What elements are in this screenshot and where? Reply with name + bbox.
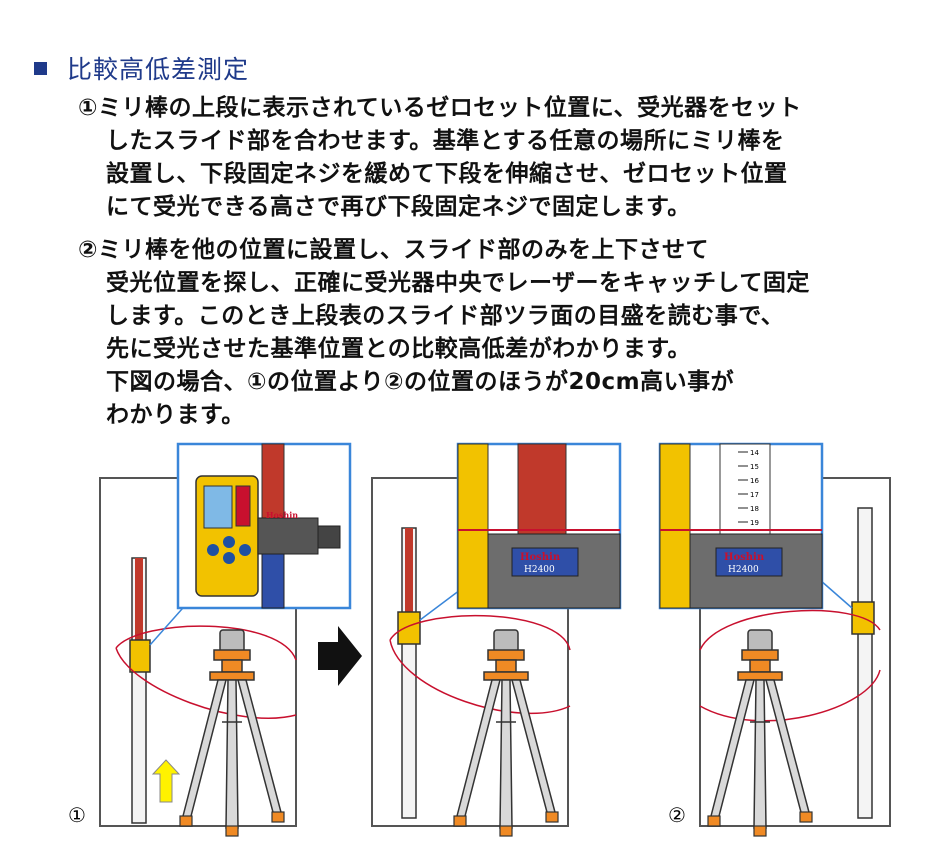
brand-label: Hoshin (266, 510, 298, 520)
rod-red-section (405, 528, 413, 620)
scale-tick-label: 16 (750, 477, 759, 485)
scale-tick-label: 19 (750, 519, 759, 527)
laser-beam-ellipse (389, 614, 571, 715)
section-heading: 比較高低差測定 (34, 50, 249, 86)
receiver-sensor (235, 485, 251, 527)
scale-section (719, 443, 771, 535)
scale-tick-marks: 14 15 16 17 18 19 (738, 449, 759, 527)
step1-line: したスライド部を合わせます。基準とする任意の場所にミリ棒を (106, 128, 785, 154)
step1-paragraph: ①ミリ棒の上段に表示されているゼロセット位置に、受光器をセット したスライド部を… (78, 92, 918, 224)
brand-label: Hoshin (724, 552, 765, 563)
inset-2: Hoshin H2400 (456, 442, 622, 610)
receiver-button (239, 544, 251, 556)
staff-rod (857, 507, 873, 819)
step1-line: にて受光できる高さで再び下段固定ネジで固定します。 (106, 194, 691, 220)
laser-beam-ellipse (699, 609, 881, 722)
square-bullet-icon (34, 61, 47, 75)
model-label: H2400 (524, 565, 555, 575)
inset-pointer (819, 579, 853, 609)
next-arrow-icon (318, 626, 362, 686)
inset-3: 14 15 16 17 18 19 Hoshin H2400 (658, 442, 824, 610)
bracket-knob (317, 525, 341, 549)
receiver-edge (457, 443, 489, 609)
receiver-edge (659, 443, 691, 609)
rod-detail (517, 443, 567, 535)
slider-bracket (257, 517, 319, 555)
panel-1-marker: ① (68, 803, 86, 827)
scale-tick-label: 17 (750, 491, 759, 499)
rod-red-section (135, 558, 143, 658)
step2-line: します。このとき上段表のスライド部ツラ面の目盛を読む事で、 (106, 303, 785, 329)
step2-line: 先に受光させた基準位置との比較高低差がわかります。 (106, 336, 691, 362)
scale-tick-label: 15 (750, 463, 759, 471)
model-label: H2400 (728, 565, 759, 575)
panel-3-marker: ② (668, 803, 686, 827)
receiver-button (223, 552, 235, 564)
laser-beam-ellipse (115, 625, 297, 719)
step2-line: 受光位置を探し、正確に受光器中央でレーザーをキャッチして固定 (106, 270, 810, 296)
scale-tick-label: 18 (750, 505, 759, 513)
step2-line: わかります。 (106, 402, 245, 428)
inset-1: Hoshin (176, 442, 352, 610)
measurement-figure: ① Hoshin Hoshin H2400 (68, 442, 891, 837)
up-arrow-icon (151, 759, 181, 803)
model-plate (715, 547, 783, 577)
scale-tick-label: 14 (750, 449, 759, 457)
section-title: 比較高低差測定 (67, 55, 250, 84)
step2-paragraph: ②ミリ棒を他の位置に設置し、スライド部のみを上下させて 受光位置を探し、正確に受… (78, 234, 918, 432)
step1-line: ①ミリ棒の上段に表示されているゼロセット位置に、受光器をセット (78, 95, 802, 121)
receiver-button (207, 544, 219, 556)
model-plate (511, 547, 579, 577)
laser-receiver (129, 639, 151, 673)
step2-line: ②ミリ棒を他の位置に設置し、スライド部のみを上下させて (78, 237, 709, 263)
step2-line: 下図の場合、①の位置より②の位置のほうが20cm高い事が (106, 369, 735, 395)
brand-label: Hoshin (520, 552, 561, 563)
receiver-display (203, 485, 233, 529)
inset-pointer (419, 589, 461, 621)
laser-receiver (397, 611, 421, 645)
receiver-button (223, 536, 235, 548)
step1-line: 設置し、下段固定ネジを緩めて下段を伸縮させ、ゼロセット位置 (106, 161, 788, 187)
rod-lower-section (261, 553, 285, 609)
